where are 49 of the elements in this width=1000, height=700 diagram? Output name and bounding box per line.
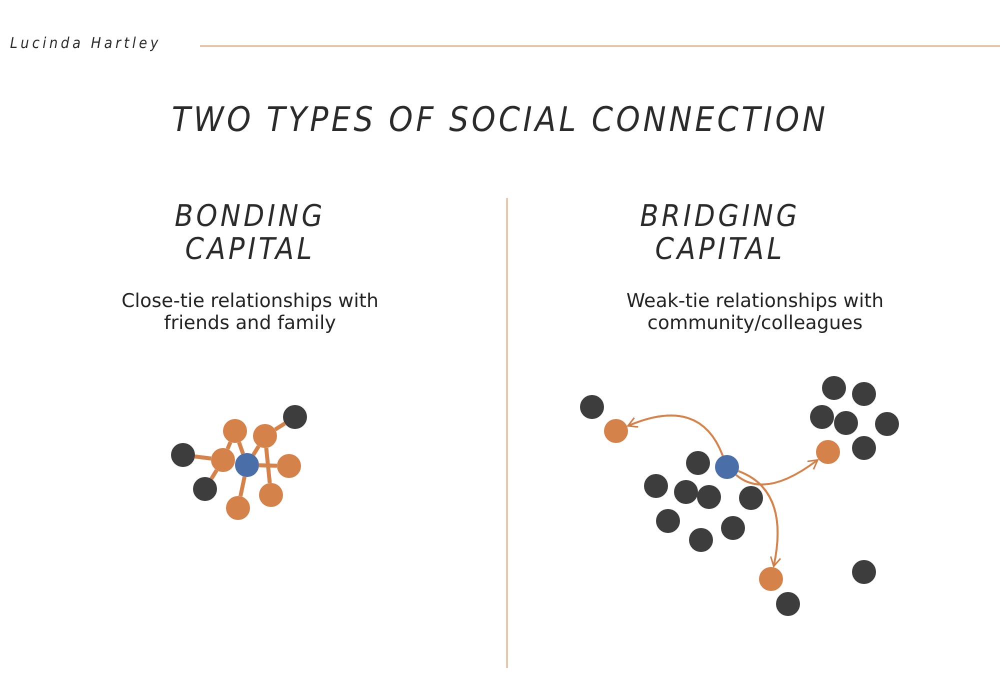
page-title: TWO TYPES OF SOCIAL CONNECTION xyxy=(170,100,830,140)
network-node-circle xyxy=(580,395,604,419)
network-node-circle xyxy=(604,419,628,443)
author-signature: Lucinda Hartley xyxy=(10,34,162,52)
network-node-circle xyxy=(277,454,301,478)
network-node-circle xyxy=(193,477,217,501)
network-node-circle xyxy=(697,485,721,509)
connection-line xyxy=(210,469,218,480)
network-node-circle xyxy=(226,496,250,520)
network-node-circle xyxy=(776,592,800,616)
connection-line xyxy=(226,441,232,450)
network-node-circle xyxy=(852,560,876,584)
curved-arrow xyxy=(627,414,724,456)
section-heading: BRIDGING CAPITAL xyxy=(639,200,801,266)
network-node-circle xyxy=(223,419,247,443)
network-node-circle xyxy=(674,480,698,504)
network-node-circle xyxy=(644,474,668,498)
curved-arrow xyxy=(738,470,781,568)
network-node-circle xyxy=(834,411,858,435)
network-node-circle xyxy=(715,455,739,479)
network-node-circle xyxy=(259,483,283,507)
connection-line xyxy=(274,422,286,432)
section-description: Close-tie relationships with friends and family xyxy=(120,290,380,334)
network-node-circle xyxy=(816,440,840,464)
network-node-circle xyxy=(852,436,876,460)
network-node-circle xyxy=(211,448,235,472)
network-node-circle xyxy=(171,443,195,467)
section-description: Weak-tie relationships with community/colleagues xyxy=(625,290,885,334)
connection-line xyxy=(258,463,278,468)
network-node-circle xyxy=(689,528,713,552)
network-node-circle xyxy=(875,412,899,436)
network-node-circle xyxy=(235,453,259,477)
network-node-circle xyxy=(810,405,834,429)
network-node-circle xyxy=(759,567,783,591)
network-node-circle xyxy=(852,382,876,406)
network-node-circle xyxy=(283,405,307,429)
network-node-circle xyxy=(656,509,680,533)
network-node-circle xyxy=(686,451,710,475)
connection-line xyxy=(238,476,246,497)
connection-line xyxy=(252,445,260,456)
section-heading: BONDING CAPITAL xyxy=(174,200,326,266)
network-node-circle xyxy=(822,376,846,400)
curved-arrow xyxy=(735,459,818,486)
network-node-circle xyxy=(739,486,763,510)
connection-line xyxy=(237,442,245,454)
connection-line xyxy=(264,448,272,484)
network-node-circle xyxy=(253,424,277,448)
connection-line xyxy=(194,454,212,460)
network-node-circle xyxy=(721,516,745,540)
